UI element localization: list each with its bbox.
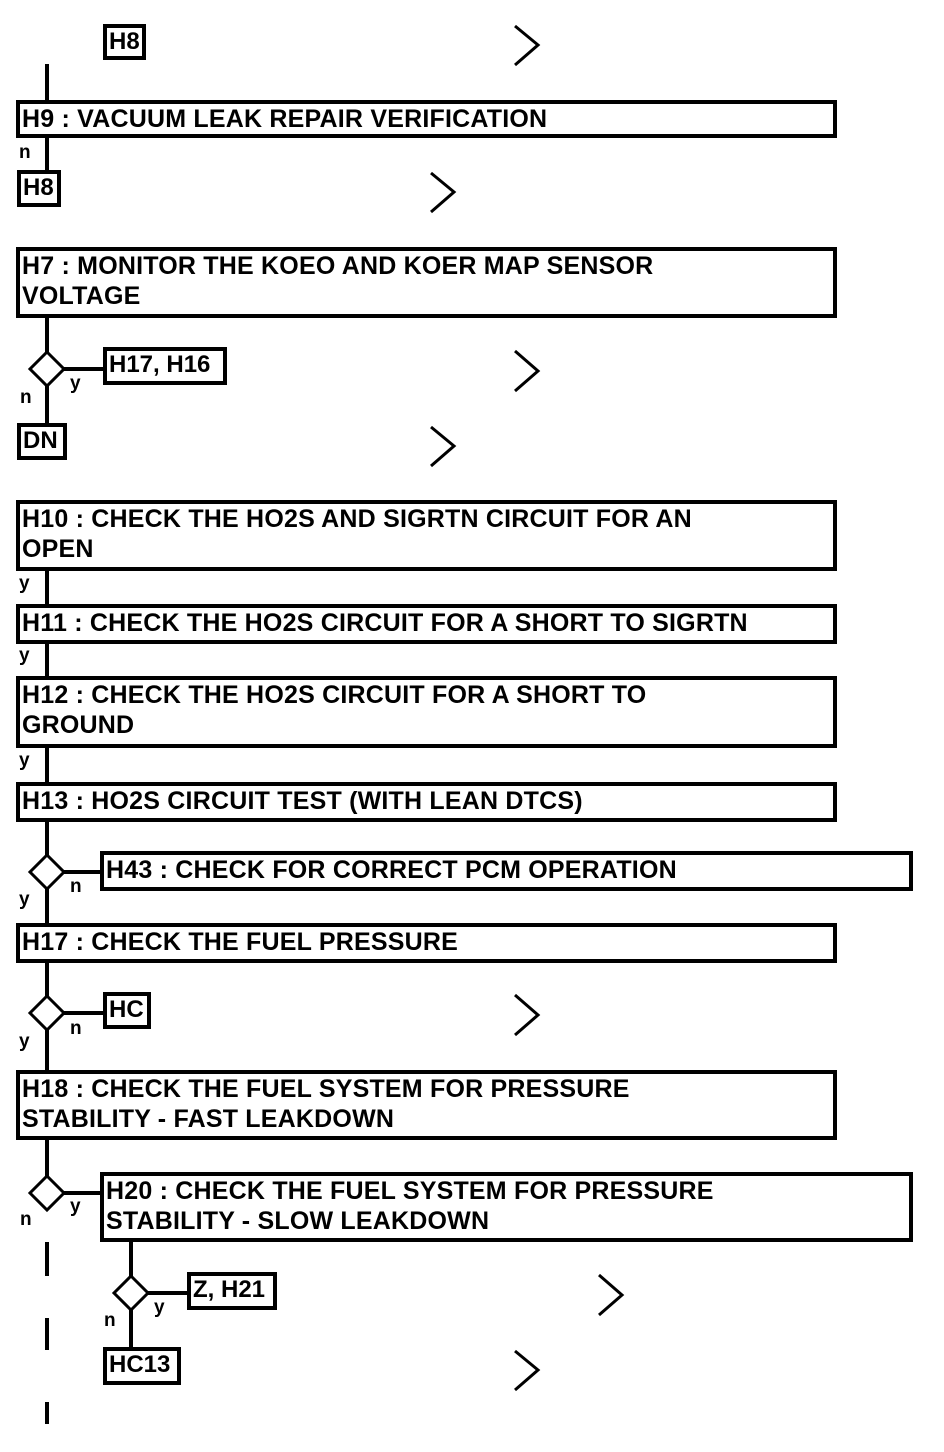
branch-label-yes: y [70,1196,81,1217]
ref-box-h17-no[interactable]: HC [103,992,151,1029]
step-h43-text: H43 : CHECK FOR CORRECT PCM OPERATION [106,856,677,884]
branch-label-no: n [20,1209,32,1230]
chevron-right-icon [430,171,457,214]
step-h7-line-1: H7 : MONITOR THE KOEO AND KOER MAP SENSO… [22,252,654,280]
step-h7[interactable]: H7 : MONITOR THE KOEO AND KOER MAP SENSO… [16,247,837,318]
branch-label-yes: y [19,1031,30,1052]
chevron-right-icon [598,1273,625,1317]
step-h13[interactable]: H13 : HO2S CIRCUIT TEST (WITH LEAN DTCS) [16,782,837,822]
chevron-right-icon [514,24,541,67]
step-h20-line-1: H20 : CHECK THE FUEL SYSTEM FOR PRESSURE [106,1177,714,1205]
step-h17-text: H17 : CHECK THE FUEL PRESSURE [22,928,458,956]
ref-box-h9-no[interactable]: H8 [17,170,61,207]
ref-box-h7-no[interactable]: DN [17,423,67,460]
step-h20[interactable]: H20 : CHECK THE FUEL SYSTEM FOR PRESSURE… [100,1172,913,1242]
decision-diamond [27,1173,67,1213]
step-h9[interactable]: H9 : VACUUM LEAK REPAIR VERIFICATION [16,100,837,138]
branch-label-yes: y [19,750,30,771]
branch-label-yes: y [70,373,81,394]
step-h12[interactable]: H12 : CHECK THE HO2S CIRCUIT FOR A SHORT… [16,676,837,748]
decision-diamond [111,1273,151,1313]
step-h13-text: H13 : HO2S CIRCUIT TEST (WITH LEAN DTCS) [22,787,583,815]
branch-label-no: n [20,387,32,408]
step-h18-line-1: H18 : CHECK THE FUEL SYSTEM FOR PRESSURE [22,1075,630,1103]
step-h17[interactable]: H17 : CHECK THE FUEL PRESSURE [16,923,837,963]
step-h12-line-1: H12 : CHECK THE HO2S CIRCUIT FOR A SHORT… [22,681,647,709]
branch-label-no: n [70,876,82,897]
step-h18-line-2: STABILITY - FAST LEAKDOWN [22,1105,395,1133]
decision-diamond [27,349,67,389]
ref-box-h20-no[interactable]: HC13 [103,1347,181,1385]
step-h20-line-2: STABILITY - SLOW LEAKDOWN [106,1207,490,1235]
branch-label-yes: y [19,573,30,594]
step-h11[interactable]: H11 : CHECK THE HO2S CIRCUIT FOR A SHORT… [16,604,837,644]
chevron-right-icon [430,425,457,468]
step-h18[interactable]: H18 : CHECK THE FUEL SYSTEM FOR PRESSURE… [16,1070,837,1140]
step-h12-line-2: GROUND [22,711,135,739]
decision-diamond [27,993,67,1033]
ref-box-h20-yes[interactable]: Z, H21 [187,1272,277,1310]
ref-box-top-h8[interactable]: H8 [103,24,146,60]
chevron-right-icon [514,993,541,1037]
step-h7-line-2: VOLTAGE [22,282,141,310]
chevron-right-icon [514,349,541,393]
step-h10-line-2: OPEN [22,535,94,563]
branch-label-yes: y [19,889,30,910]
branch-label-no: n [104,1310,116,1331]
branch-label-no: n [19,142,31,163]
branch-label-no: n [70,1018,82,1039]
step-h10[interactable]: H10 : CHECK THE HO2S AND SIGRTN CIRCUIT … [16,500,837,571]
decision-diamond [27,852,67,892]
step-h11-text: H11 : CHECK THE HO2S CIRCUIT FOR A SHORT… [22,609,748,637]
branch-label-yes: y [154,1297,165,1318]
ref-box-h7-yes[interactable]: H17, H16 [103,347,227,385]
step-h10-line-1: H10 : CHECK THE HO2S AND SIGRTN CIRCUIT … [22,505,692,533]
step-h43[interactable]: H43 : CHECK FOR CORRECT PCM OPERATION [100,851,913,891]
branch-label-yes: y [19,645,30,666]
chevron-right-icon [514,1349,541,1392]
step-h9-text: H9 : VACUUM LEAK REPAIR VERIFICATION [22,105,548,133]
